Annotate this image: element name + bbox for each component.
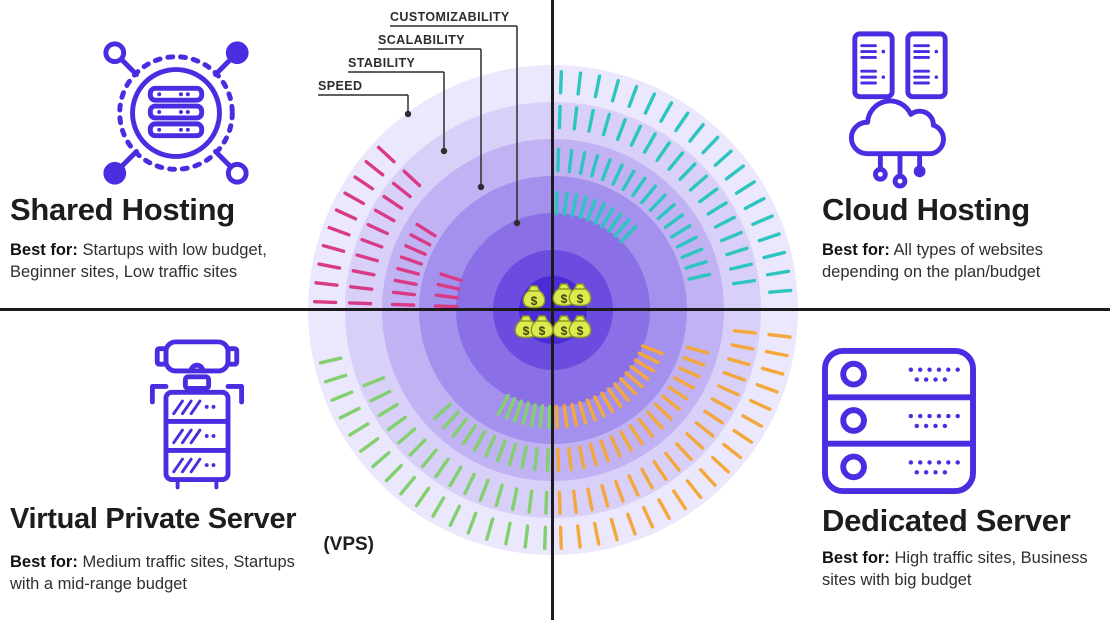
best-for-text: Startups with low budget, Beginner sites… [10, 241, 267, 281]
dedicated-server-description: Best for: High traffic sites, Business s… [822, 548, 1092, 592]
horizontal-divider [0, 308, 1110, 311]
vps-title: Virtual Private Server [10, 503, 297, 535]
dedicated-server-title: Dedicated Server [822, 503, 1071, 538]
shared-hosting-description: Best for: Startups with low budget, Begi… [10, 240, 322, 284]
best-for-label: Best for: [822, 549, 890, 567]
svg-text:$: $ [577, 324, 584, 338]
svg-text:$: $ [531, 294, 538, 308]
svg-text:$: $ [561, 324, 568, 338]
best-for-label: Best for: [822, 241, 890, 259]
svg-text:$: $ [561, 292, 568, 306]
dedicated-server-rack-icon [822, 347, 976, 495]
cloud-hosting-description: Best for: All types of websites dependin… [822, 240, 1090, 284]
shared-hosting-network-icon [103, 41, 249, 185]
vps-description: Best for: Medium traffic sites, Startups… [10, 552, 310, 596]
svg-text:$: $ [577, 292, 584, 306]
ring-label-speed: SPEED [318, 79, 363, 93]
ring-label-scalability: SCALABILITY [378, 33, 466, 47]
best-for-text: All types of websites depending on the p… [822, 241, 1044, 281]
svg-text:$: $ [539, 324, 546, 338]
vps-abbrev: (VPS) [323, 534, 374, 555]
best-for-text: Medium traffic sites, Startups with a mi… [10, 553, 295, 593]
cloud-hosting-icon [848, 31, 948, 189]
vps-server-icon [149, 339, 245, 490]
best-for-label: Best for: [10, 241, 78, 259]
cloud-hosting-title: Cloud Hosting [822, 192, 1030, 227]
ring-label-customizability: CUSTOMIZABILITY [390, 10, 510, 24]
ring-label-stability: STABILITY [348, 56, 416, 70]
best-for-text: High traffic sites, Business sites with … [822, 549, 1088, 589]
shared-hosting-title: Shared Hosting [10, 192, 235, 227]
svg-text:$: $ [523, 324, 530, 338]
best-for-label: Best for: [10, 553, 78, 571]
